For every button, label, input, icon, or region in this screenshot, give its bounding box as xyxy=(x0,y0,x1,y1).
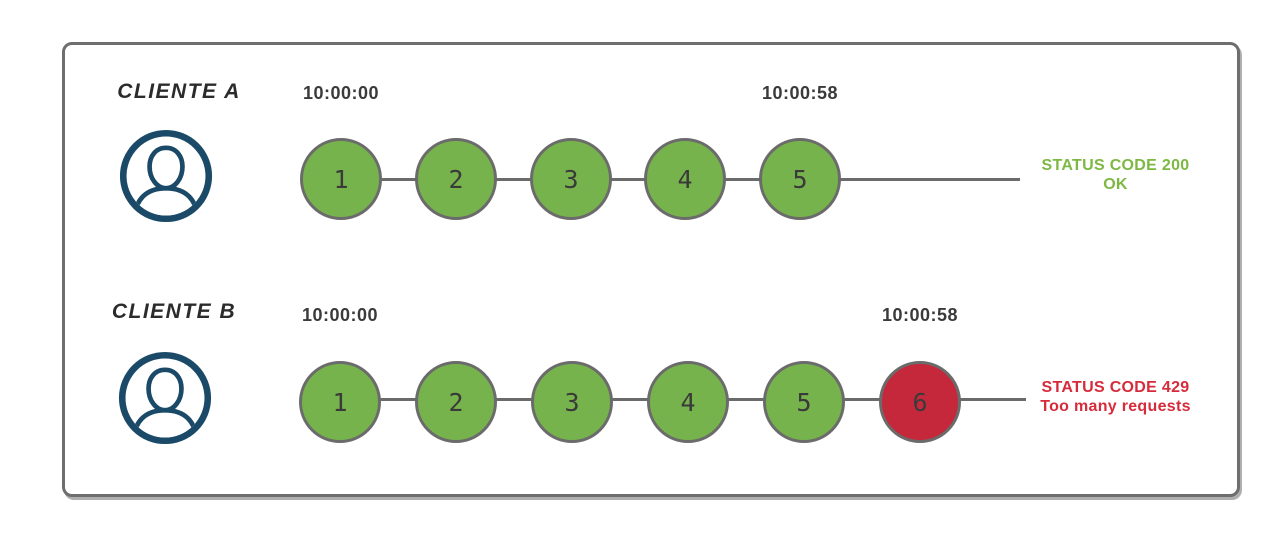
user-avatar-icon xyxy=(118,351,212,445)
user-avatar-icon xyxy=(119,129,213,223)
status-code-line: STATUS CODE 200 xyxy=(1041,157,1190,174)
row-b-timeline xyxy=(340,398,1026,401)
status-message-line: Too many requests xyxy=(1040,398,1191,415)
status-code-line: STATUS CODE 429 xyxy=(1041,379,1190,396)
row-b-start-timestamp: 10:00:00 xyxy=(301,305,379,325)
row-a-end-timestamp: 10:00:58 xyxy=(761,83,839,103)
row-a-status: STATUS CODE 200 OK xyxy=(1023,156,1208,194)
client-b-label: CLIENTE B xyxy=(111,300,237,323)
row-b-status: STATUS CODE 429 Too many requests xyxy=(1023,378,1208,416)
row-b-end-timestamp: 10:00:58 xyxy=(881,305,959,325)
client-a-label: CLIENTE A xyxy=(117,80,241,103)
row-a-start-timestamp: 10:00:00 xyxy=(302,83,380,103)
row-a-timeline xyxy=(341,178,1020,181)
diagram-frame xyxy=(62,42,1240,497)
status-message-line: OK xyxy=(1103,176,1128,193)
